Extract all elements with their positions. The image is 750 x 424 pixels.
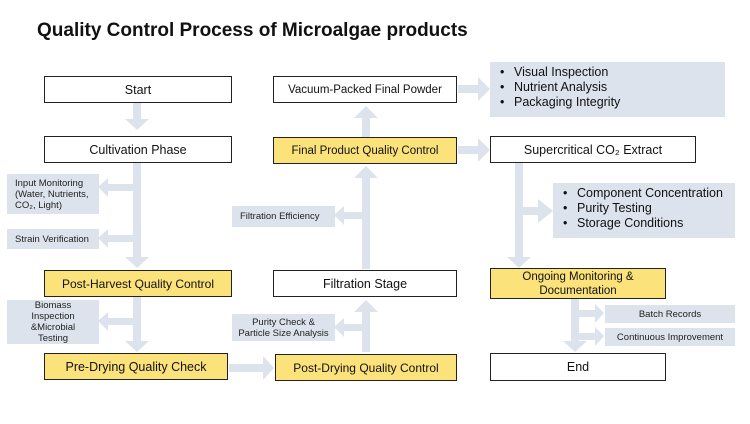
check-item: Component Concentration xyxy=(561,186,727,201)
check-item: Visual Inspection xyxy=(498,65,717,80)
check-item: Purity Testing xyxy=(561,201,727,216)
extract-checks-list: Component Concentration Purity Testing S… xyxy=(553,183,735,238)
biomass-inspection-note: Biomass Inspection &Microbial Testing xyxy=(7,300,99,344)
batch-records-note: Batch Records xyxy=(605,305,735,323)
cultivation-phase-box: Cultivation Phase xyxy=(44,136,232,163)
page-title: Quality Control Process of Microalgae pr… xyxy=(37,20,468,41)
check-item: Nutrient Analysis xyxy=(498,80,717,95)
check-item: Packaging Integrity xyxy=(498,95,717,110)
post-drying-qc-box: Post-Drying Quality Control xyxy=(275,354,457,381)
pre-drying-check-box: Pre-Drying Quality Check xyxy=(44,353,228,380)
final-product-qc-box: Final Product Quality Control xyxy=(273,137,457,164)
filtration-efficiency-note: Filtration Efficiency xyxy=(232,206,335,227)
purity-particle-note: Purity Check & Particle Size Analysis xyxy=(232,314,335,341)
start-box: Start xyxy=(44,76,232,103)
check-item: Storage Conditions xyxy=(561,216,727,231)
ongoing-monitoring-box: Ongoing Monitoring & Documentation xyxy=(490,268,666,299)
end-box: End xyxy=(490,353,666,381)
input-monitoring-note: Input Monitoring (Water, Nutrients, CO₂,… xyxy=(7,174,99,214)
vacuum-packed-box: Vacuum-Packed Final Powder xyxy=(273,76,457,103)
filtration-stage-box: Filtration Stage xyxy=(273,270,457,297)
post-harvest-qc-box: Post-Harvest Quality Control xyxy=(44,270,232,297)
strain-verification-note: Strain Verification xyxy=(7,229,99,249)
continuous-improvement-note: Continuous Improvement xyxy=(605,328,735,346)
supercritical-extract-box: Supercritical CO₂ Extract xyxy=(490,136,696,163)
packaging-checks-list: Visual Inspection Nutrient Analysis Pack… xyxy=(490,62,725,117)
